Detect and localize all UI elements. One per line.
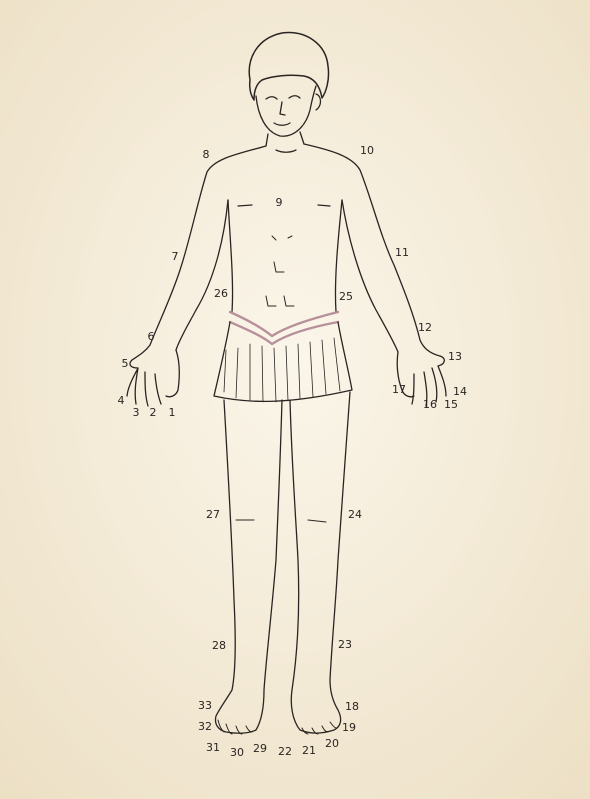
point-label-7: 7 [172,250,179,263]
point-label-1: 1 [169,406,176,419]
point-label-3: 3 [133,406,140,419]
point-label-17: 17 [392,383,406,396]
point-label-5: 5 [122,357,129,370]
point-label-9: 9 [276,196,283,209]
point-label-15: 15 [444,398,458,411]
point-label-30: 30 [230,746,244,759]
point-label-32: 32 [198,720,212,733]
point-label-11: 11 [395,246,409,259]
point-label-4: 4 [118,394,125,407]
point-label-22: 22 [278,745,292,758]
point-label-13: 13 [448,350,462,363]
point-label-27: 27 [206,508,220,521]
point-label-6: 6 [148,330,155,343]
point-label-24: 24 [348,508,362,521]
point-label-33: 33 [198,699,212,712]
point-label-23: 23 [338,638,352,651]
point-label-14: 14 [453,385,467,398]
point-label-31: 31 [206,741,220,754]
point-label-8: 8 [203,148,210,161]
point-label-21: 21 [302,744,316,757]
point-label-16: 16 [423,398,437,411]
point-label-28: 28 [212,639,226,652]
point-label-12: 12 [418,321,432,334]
point-label-2: 2 [150,406,157,419]
point-label-19: 19 [342,721,356,734]
point-label-25: 25 [339,290,353,303]
point-label-10: 10 [360,144,374,157]
point-label-26: 26 [214,287,228,300]
point-label-18: 18 [345,700,359,713]
point-label-20: 20 [325,737,339,750]
point-label-29: 29 [253,742,267,755]
